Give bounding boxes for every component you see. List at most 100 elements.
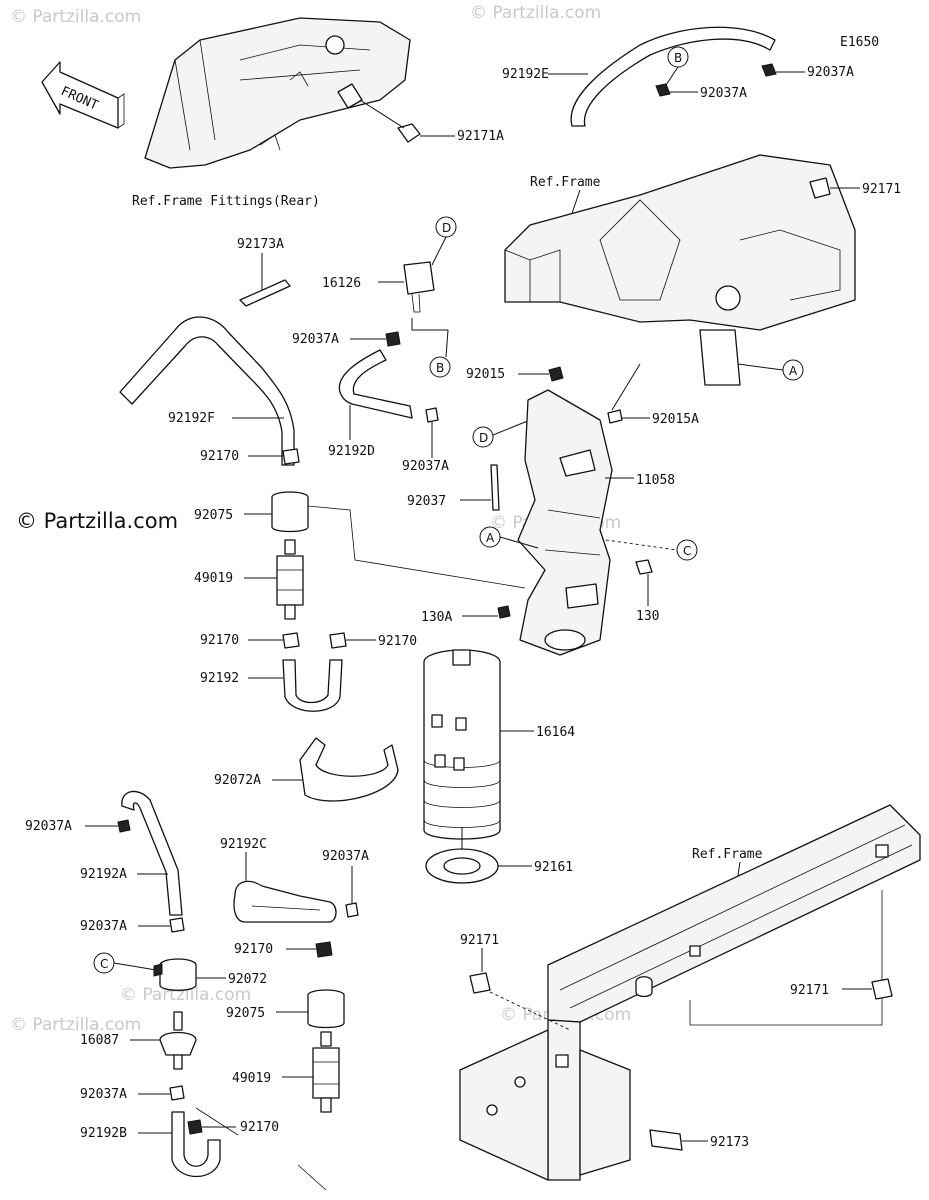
sleeve-92075 <box>271 491 309 533</box>
part-label-92037A-8: 92037A <box>80 1087 127 1102</box>
hose-92192F <box>119 316 295 466</box>
bolt-92015A <box>607 409 623 424</box>
part-label-92171A: 92171A <box>457 129 504 144</box>
front-arrow-icon: FRONT <box>41 61 125 129</box>
part-label-92171-right: 92171 <box>790 983 829 998</box>
part-label-92037A-5: 92037A <box>25 819 72 834</box>
washer-92161 <box>425 848 499 884</box>
clamp-92171 <box>469 972 491 994</box>
ref-circle-b <box>429 356 451 378</box>
clamp-92170 <box>282 448 300 465</box>
ref-circle-a-text: A <box>789 364 798 378</box>
part-label-49019-2: 49019 <box>232 1071 271 1086</box>
part-label-92173A: 92173A <box>237 237 284 252</box>
hose-92192 <box>282 659 343 712</box>
band-92037 <box>490 464 500 511</box>
part-label-92037A-7: 92037A <box>80 919 127 934</box>
clamp-92171A <box>359 99 421 143</box>
hose-92192C <box>233 880 337 923</box>
ref-circle-d <box>472 426 494 448</box>
part-label-92015A: 92015A <box>652 412 699 427</box>
hose-92192D <box>338 349 413 419</box>
bolt-130 <box>635 559 653 575</box>
part-label-92173: 92173 <box>710 1135 749 1150</box>
part-label-130A: 130A <box>421 610 452 625</box>
ref-circle-d-text: D <box>442 221 451 235</box>
ref-circle-c-text: C <box>100 957 108 971</box>
part-label-11058: 11058 <box>636 473 675 488</box>
clamp-92170 <box>187 1119 203 1135</box>
clamp-92170 <box>282 632 300 649</box>
part-label-92170-3: 92170 <box>378 634 417 649</box>
watermark-faded: © Partzilla.com <box>10 7 141 27</box>
part-label-16126: 16126 <box>322 276 361 291</box>
canister-16164 <box>423 649 501 840</box>
main-frame-structure <box>504 154 856 386</box>
ref-circle-b-text: B <box>436 361 444 375</box>
diagram-code: E1650 <box>840 35 879 50</box>
clamp-92173 <box>649 1129 683 1151</box>
ref-frame-bottom-label: Ref.Frame <box>692 847 763 862</box>
holder-92072A <box>299 737 399 802</box>
part-label-49019-1: 49019 <box>194 571 233 586</box>
part-label-92170-5: 92170 <box>240 1120 279 1135</box>
part-label-92075-2: 92075 <box>226 1006 265 1021</box>
part-label-92037A-2: 92037A <box>700 86 747 101</box>
part-label-16164: 16164 <box>536 725 575 740</box>
clip-92037A <box>169 917 185 933</box>
hose-92192A <box>121 790 183 916</box>
clamp-92170 <box>329 632 347 649</box>
part-label-92037A-3: 92037A <box>292 332 339 347</box>
holder-92072 <box>153 958 197 991</box>
clip-92037A <box>345 902 359 918</box>
ref-circle-c-text: C <box>683 544 691 558</box>
frame-rail-bottom <box>459 804 921 1181</box>
fuel-filter-49019 <box>276 539 304 620</box>
clip-92037A <box>117 819 131 833</box>
watermark-faded: © Partzilla.com <box>120 985 251 1005</box>
part-label-92192C: 92192C <box>220 837 267 852</box>
watermark-faded: © Partzilla.com <box>470 3 601 23</box>
clamp-92171 <box>871 978 893 1000</box>
part-label-92161: 92161 <box>534 860 573 875</box>
part-label-92171-left: 92171 <box>460 933 499 948</box>
part-label-92072A: 92072A <box>214 773 261 788</box>
hose-92192B <box>171 1111 221 1178</box>
fuel-filter-49019 <box>312 1031 340 1113</box>
ref-circle-b-text: B <box>674 51 682 65</box>
part-label-92171-top: 92171 <box>862 182 901 197</box>
clamp-92171 <box>809 177 831 199</box>
clamp-92170 <box>315 941 333 958</box>
part-label-92170-4: 92170 <box>234 942 273 957</box>
ref-circle-c <box>676 539 698 561</box>
part-label-92192B: 92192B <box>80 1126 127 1141</box>
part-label-92192F: 92192F <box>168 411 215 426</box>
ref-frame-top-label: Ref.Frame <box>530 175 601 190</box>
clip-92037A <box>425 407 439 423</box>
clip-92037A <box>169 1085 185 1101</box>
sleeve-92075 <box>307 989 345 1029</box>
part-label-92170-1: 92170 <box>200 449 239 464</box>
hose-92192E <box>570 26 776 127</box>
valve-16126 <box>403 261 435 313</box>
part-label-92072: 92072 <box>228 972 267 987</box>
part-label-130: 130 <box>636 609 659 624</box>
part-label-92037A-4: 92037A <box>402 459 449 474</box>
frame-fittings-rear <box>144 17 411 169</box>
strap-92173A <box>239 279 291 307</box>
watermark-main: © Partzilla.com <box>16 509 178 533</box>
bracket-11058 <box>517 389 613 656</box>
part-label-16087: 16087 <box>80 1033 119 1048</box>
part-label-92075-1: 92075 <box>194 508 233 523</box>
bolt-130A <box>497 605 511 619</box>
regulator-16087 <box>159 1011 197 1070</box>
part-label-92037A-6: 92037A <box>322 849 369 864</box>
watermark-faded: © Partzilla.com <box>10 1015 141 1035</box>
part-label-92037: 92037 <box>407 494 446 509</box>
part-label-92170-2: 92170 <box>200 633 239 648</box>
clip-92037A <box>655 63 777 97</box>
ref-circle-d-text: D <box>479 431 488 445</box>
clip-92037A <box>385 331 401 347</box>
part-label-92192A: 92192A <box>80 867 127 882</box>
